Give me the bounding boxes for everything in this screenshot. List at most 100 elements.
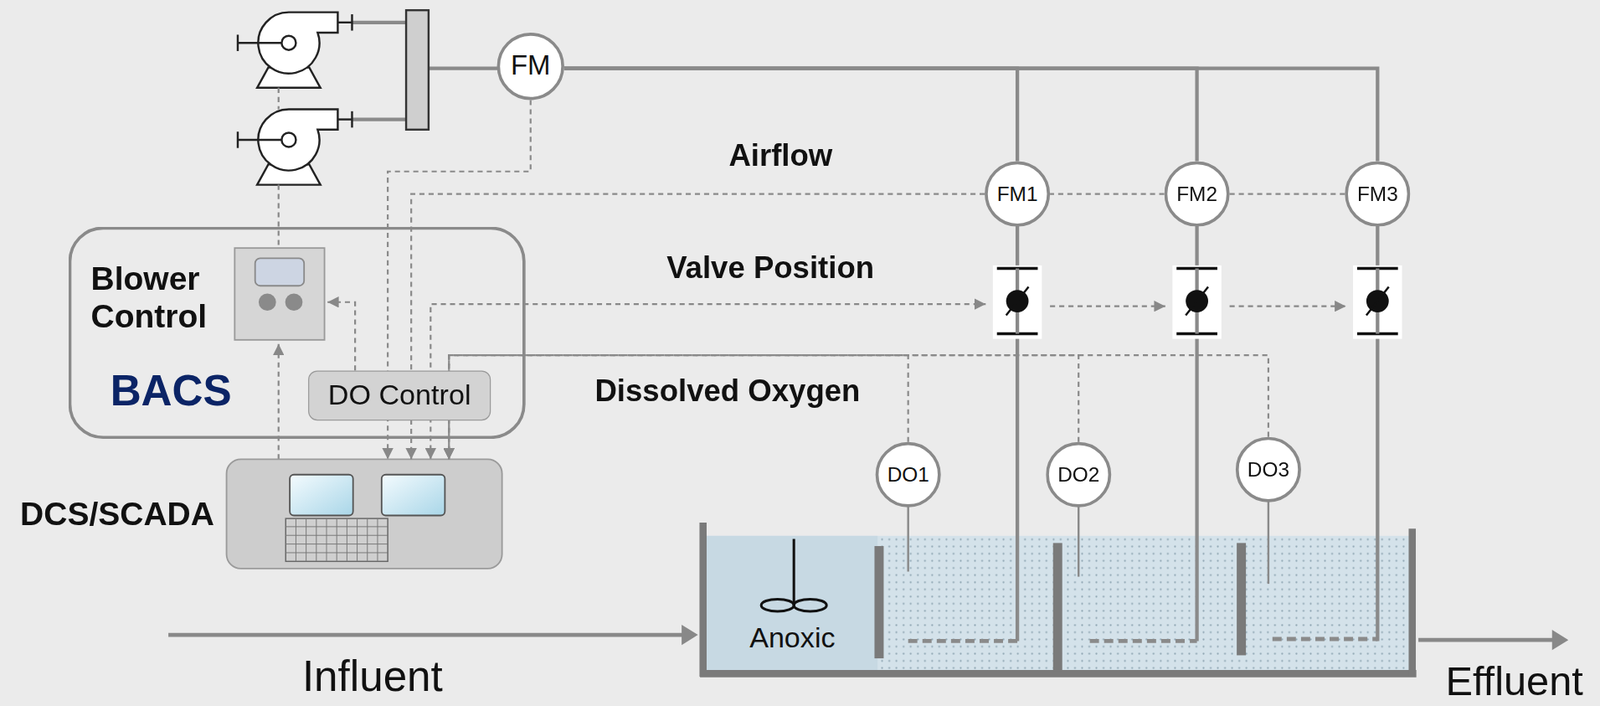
control-valve [1172, 265, 1222, 340]
air-pipe [1194, 204, 1199, 642]
blower-control-panel [285, 293, 304, 311]
anoxic-zone: Anoxic [709, 535, 876, 669]
computer [381, 474, 446, 516]
blower-control-panel [258, 293, 277, 311]
do-sensor: DO2 [1045, 442, 1112, 508]
control-signal [1229, 305, 1347, 308]
node-text: DCS/SCADA [20, 494, 215, 533]
blower-control-panel [255, 257, 305, 286]
keyboard [366, 518, 368, 561]
flow-arrow [1418, 637, 1554, 643]
blower [350, 111, 353, 129]
tank [705, 535, 1412, 672]
node-text: DO1 [887, 463, 930, 487]
flow-meter: FM3 [1344, 161, 1410, 227]
signal-line [1229, 192, 1346, 195]
signal-line [448, 354, 1079, 459]
blower [236, 34, 239, 52]
computer [226, 458, 503, 568]
node-text: DO2 [1057, 463, 1100, 487]
blower [237, 12, 353, 88]
blower [237, 41, 282, 44]
control-signal [1049, 305, 1166, 308]
signal-line [448, 354, 1269, 459]
air-header [406, 10, 429, 130]
keyboard [295, 518, 297, 561]
do-probe [906, 504, 909, 572]
keyboard [315, 518, 317, 561]
control-valve [1353, 265, 1403, 340]
keyboard [356, 518, 358, 561]
diffuser [908, 638, 1379, 641]
blower [236, 131, 239, 149]
mixer [761, 598, 794, 612]
tank [1408, 528, 1416, 677]
blower [237, 108, 353, 185]
control-valve [1353, 265, 1403, 340]
dcs-scada-computer: DCS/SCADA [226, 458, 503, 568]
blower [281, 36, 296, 51]
control-valve [1172, 265, 1222, 340]
keyboard [285, 543, 388, 545]
air-pipe [351, 117, 407, 121]
flow-meter: FM [497, 32, 565, 100]
computer [226, 458, 503, 568]
node-text: DO Control [328, 379, 472, 412]
do-probe [1267, 499, 1270, 584]
keyboard [285, 551, 388, 553]
computer [289, 474, 354, 516]
node-text: FM3 [1357, 182, 1399, 206]
air-pipe [564, 68, 1378, 162]
air-pipe [428, 66, 500, 71]
air-pipe [351, 20, 407, 25]
control-signal [430, 303, 986, 459]
do-sensor: DO3 [1235, 437, 1302, 503]
tank [705, 535, 878, 672]
control-signal [277, 87, 280, 110]
air-pipe [1015, 204, 1019, 642]
blower [350, 14, 353, 31]
signal-label: Airflow [728, 138, 833, 174]
tank [699, 522, 707, 677]
keyboard [336, 518, 338, 561]
node-text: FM [510, 50, 551, 83]
control-valve [1366, 286, 1390, 315]
signal-label: Dissolved Oxygen [594, 373, 860, 409]
tank [874, 545, 884, 659]
mixer [761, 539, 827, 613]
node-text: FM1 [997, 182, 1039, 206]
diffuser [908, 638, 1018, 644]
signal-label: Valve Position [666, 251, 875, 287]
flow-meter: FM1 [984, 161, 1050, 227]
blower [337, 21, 352, 24]
control-valve [992, 265, 1043, 340]
control-signal [327, 302, 355, 371]
flow-label: Influent [302, 652, 443, 702]
signal-line [1049, 192, 1165, 195]
air-pipe [1375, 204, 1379, 642]
blower [237, 138, 282, 141]
do-controller: DO Control [308, 370, 491, 421]
mixer [792, 539, 796, 606]
control-valve [992, 265, 1043, 340]
flow-arrow [168, 624, 1569, 650]
keyboard [285, 518, 388, 561]
tank [699, 522, 1417, 677]
node-text: Blower Control [90, 260, 218, 336]
keyboard [305, 518, 307, 561]
node-text: FM2 [1176, 182, 1218, 206]
flow-arrow [168, 632, 684, 638]
blower [281, 132, 296, 147]
tank [1053, 542, 1063, 672]
keyboard [376, 518, 378, 561]
do-probe [1077, 504, 1080, 577]
air-pipe [564, 68, 1198, 162]
air-pipe [351, 22, 1378, 642]
control-valve [1185, 286, 1209, 315]
blower-control-panel [234, 247, 325, 340]
diffuser [1090, 638, 1198, 644]
signal-line [411, 194, 985, 460]
